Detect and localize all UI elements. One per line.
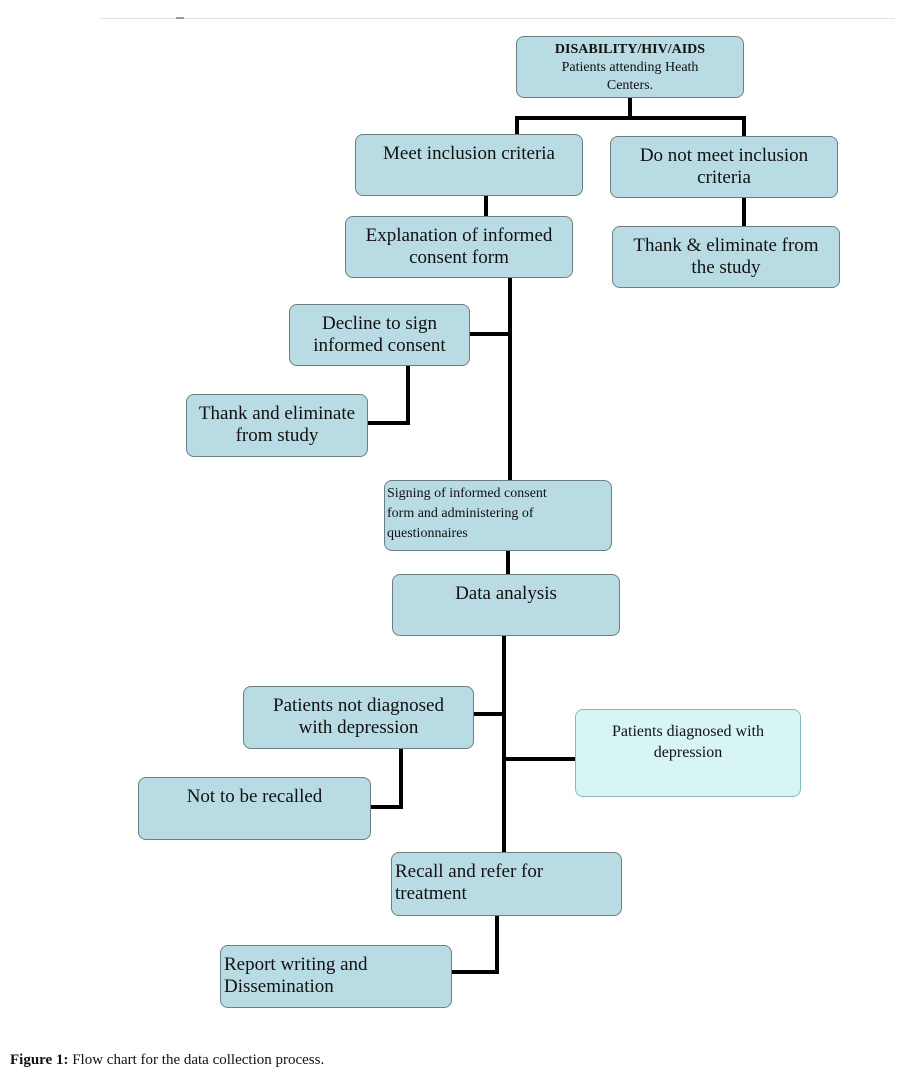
node-data-analysis: Data analysis: [392, 574, 620, 636]
node-not-meet-line1: Do not meet inclusion: [639, 145, 809, 166]
node-top-line2: Patients attending Heath: [561, 60, 699, 75]
node-report-line2: Dissemination: [224, 976, 334, 997]
node-not-recalled: Not to be recalled: [138, 777, 371, 840]
node-recall-line1: Recall and refer for: [395, 861, 544, 882]
node-meet-inclusion: Meet inclusion criteria: [355, 134, 583, 196]
node-explanation-consent: Explanation of informed consent form: [345, 216, 573, 278]
node-thank-left-line2: from study: [235, 425, 319, 446]
node-top-line3: Centers.: [606, 78, 654, 93]
node-signing-consent: Signing of informed consent form and adm…: [384, 480, 612, 551]
node-not-diag-line2: with depression: [298, 717, 419, 738]
node-not-meet-inclusion: Do not meet inclusion criteria: [610, 136, 838, 198]
figure-caption: Figure 1: Flow chart for the data collec…: [10, 1052, 324, 1069]
node-not-diagnosed: Patients not diagnosed with depression: [243, 686, 474, 749]
caption-text: Flow chart for the data collection proce…: [68, 1052, 325, 1068]
node-top-line1: DISABILITY/HIV/AIDS: [554, 42, 706, 57]
node-diagnosed-depression: Patients diagnosed with depression: [575, 709, 801, 797]
node-signing-line1: Signing of informed consent: [387, 486, 547, 501]
node-explain-line1: Explanation of informed: [365, 225, 553, 246]
node-recall-line2: treatment: [395, 883, 467, 904]
node-signing-line2: form and administering of: [387, 506, 534, 521]
node-not-recall-line1: Not to be recalled: [186, 786, 323, 807]
node-signing-line3: questionnaires: [387, 526, 468, 541]
node-thank-eliminate-right: Thank & eliminate from the study: [612, 226, 840, 288]
node-decline-consent: Decline to sign informed consent: [289, 304, 470, 366]
caption-label: Figure 1:: [10, 1052, 69, 1068]
node-diag-line2: depression: [653, 744, 723, 761]
node-report-writing: Report writing and Dissemination: [220, 945, 452, 1008]
node-thank-right-line1: Thank & eliminate from: [633, 235, 819, 256]
node-not-meet-line2: criteria: [697, 167, 751, 188]
node-meet-line1: Meet inclusion criteria: [383, 143, 555, 164]
node-not-diag-line1: Patients not diagnosed: [273, 695, 444, 716]
node-recall-refer: Recall and refer for treatment: [391, 852, 622, 916]
node-thank-eliminate-left: Thank and eliminate from study: [186, 394, 368, 457]
node-report-line1: Report writing and: [224, 954, 368, 975]
node-disability-hiv-aids: DISABILITY/HIV/AIDS Patients attending H…: [516, 36, 744, 98]
node-thank-left-line1: Thank and eliminate: [198, 403, 356, 424]
top-mark: [176, 17, 184, 19]
node-explain-line2: consent form: [409, 247, 509, 268]
node-diag-line1: Patients diagnosed with: [612, 723, 764, 740]
node-thank-right-line2: the study: [691, 257, 761, 278]
node-decline-line1: Decline to sign: [321, 313, 438, 334]
top-rule: [100, 18, 895, 19]
node-decline-line2: informed consent: [313, 335, 446, 356]
node-analysis-line1: Data analysis: [455, 583, 557, 604]
